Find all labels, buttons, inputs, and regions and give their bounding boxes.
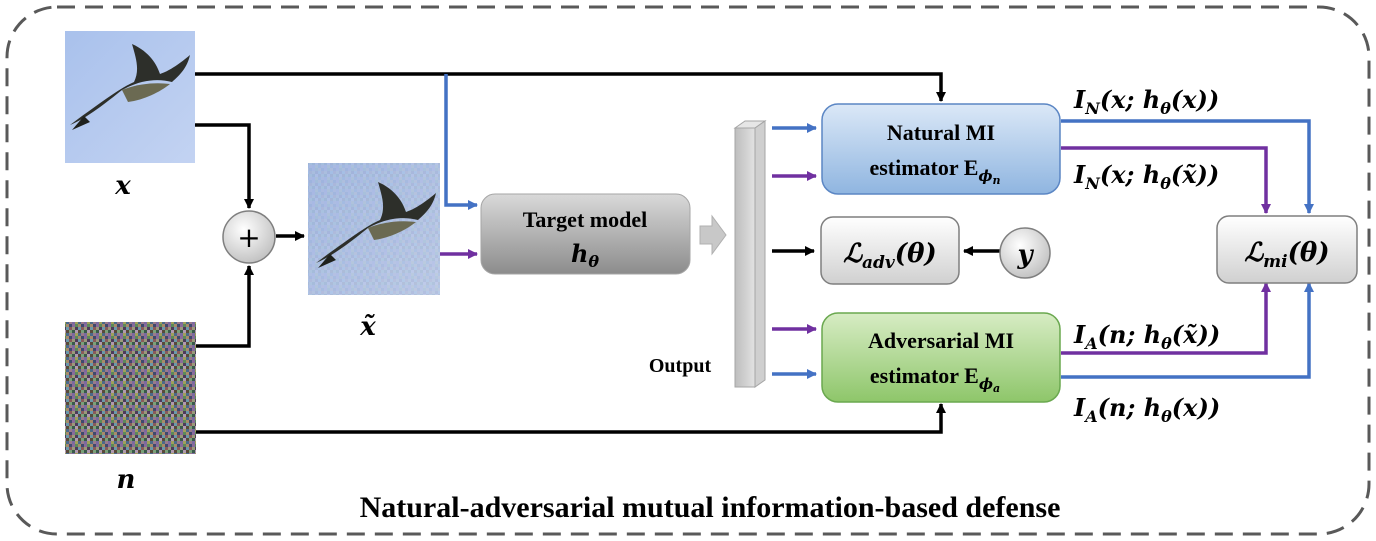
purple-arrows: [440, 146, 1271, 355]
loss-adv-box: [820, 216, 960, 285]
clean-image-x: [65, 31, 195, 163]
output-label: Output: [649, 355, 712, 377]
term-ia-x: IA(n; hθ(x)): [1073, 393, 1220, 426]
term-in-x-tilde: IN(x; hθ(x̃)): [1073, 160, 1219, 193]
output-bar: [733, 120, 767, 388]
noise-image-n: [65, 322, 196, 454]
n-label: n: [117, 465, 136, 495]
adversarial-estimator-label: Adversarial MI: [868, 328, 1014, 353]
loss-adv-symbol: ℒadv(θ): [843, 239, 936, 273]
label-y-node: [999, 227, 1051, 279]
term-in-x: IN(x; hθ(x)): [1073, 85, 1219, 118]
adversarial-image-x-tilde: [308, 163, 440, 295]
natural-estimator-symbol: estimator Eϕn: [869, 155, 1000, 187]
loss-mi-box: [1216, 215, 1358, 284]
diagram-caption: Natural-adversarial mutual information-b…: [360, 491, 1061, 524]
adversarial-mi-estimator: [821, 312, 1061, 403]
forward-block-arrow: [699, 214, 727, 256]
black-arrows: [195, 72, 1000, 434]
outer-frame: [5, 5, 1371, 536]
loss-mi-symbol: ℒmi(θ): [1244, 238, 1329, 272]
target-model-symbol: hθ: [571, 239, 599, 271]
term-ia-x-tilde: IA(n; hθ(x̃)): [1073, 320, 1220, 353]
x-label: x: [114, 171, 131, 201]
label-y: y: [1016, 240, 1034, 270]
natural-estimator-label: Natural MI: [887, 120, 995, 145]
target-model-label: Target model: [523, 207, 647, 232]
natural-mi-estimator: [821, 103, 1061, 195]
blue-arrows: [444, 74, 1314, 379]
target-model-box: [480, 193, 691, 275]
adversarial-estimator-symbol: estimator Eϕa: [870, 363, 1000, 395]
add-symbol: +: [237, 221, 260, 254]
add-node: [222, 210, 276, 264]
x-tilde-label: x̃: [359, 312, 376, 342]
